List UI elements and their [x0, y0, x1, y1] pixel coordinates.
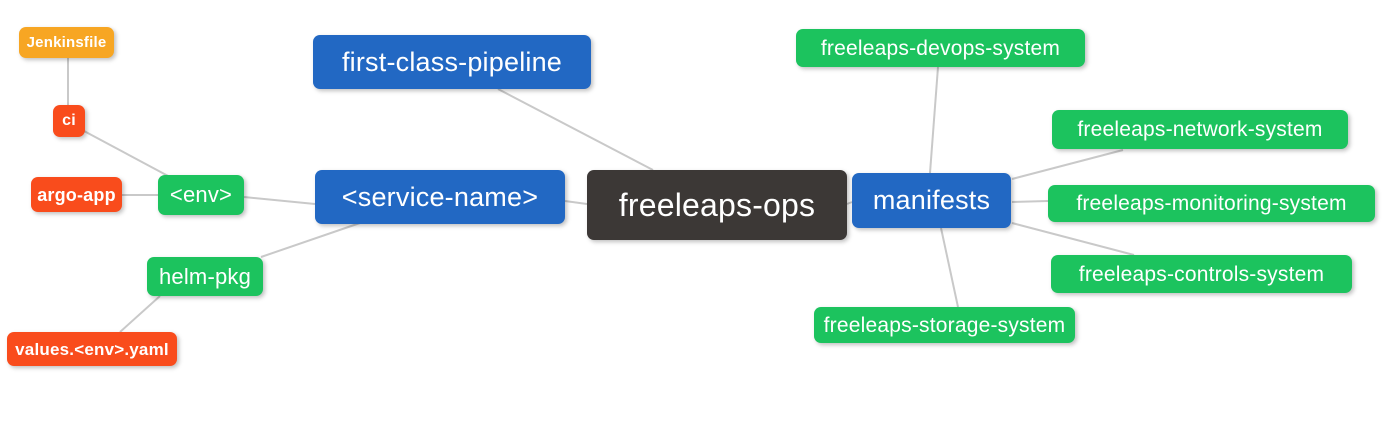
edge-service-name-to-helm-pkg — [260, 222, 361, 258]
node-ci[interactable]: ci — [53, 105, 85, 137]
node-freeleaps-storage-system[interactable]: freeleaps-storage-system — [814, 307, 1075, 343]
node-env[interactable]: <env> — [158, 175, 244, 215]
node-freeleaps-monitoring-system[interactable]: freeleaps-monitoring-system — [1048, 185, 1375, 222]
edge-env-to-service-name — [243, 196, 316, 205]
edge-freeleaps-ops-to-manifests — [846, 201, 853, 205]
edge-manifests-to-freeleaps-network-system — [1011, 149, 1124, 180]
node-first-class-pipeline[interactable]: first-class-pipeline — [313, 35, 591, 89]
node-freeleaps-devops-system[interactable]: freeleaps-devops-system — [796, 29, 1085, 67]
edge-manifests-to-freeleaps-monitoring-system — [1011, 200, 1049, 203]
node-values-env-yaml[interactable]: values.<env>.yaml — [7, 332, 177, 366]
edge-manifests-to-freeleaps-devops-system — [929, 66, 939, 174]
edge-manifests-to-freeleaps-controls-system — [1011, 222, 1135, 256]
edge-ci-to-env — [83, 130, 171, 178]
node-helm-pkg[interactable]: helm-pkg — [147, 257, 263, 296]
node-freeleaps-network-system[interactable]: freeleaps-network-system — [1052, 110, 1348, 149]
edge-service-name-to-freeleaps-ops — [564, 200, 588, 205]
node-manifests[interactable]: manifests — [852, 173, 1011, 228]
edge-helm-pkg-to-values-env-yaml — [119, 295, 161, 333]
node-freeleaps-controls-system[interactable]: freeleaps-controls-system — [1051, 255, 1352, 293]
edge-manifests-to-freeleaps-storage-system — [940, 227, 959, 308]
node-argo-app[interactable]: argo-app — [31, 177, 122, 212]
edge-first-class-pipeline-to-freeleaps-ops — [497, 88, 654, 171]
node-service-name[interactable]: <service-name> — [315, 170, 565, 224]
node-jenkinsfile[interactable]: Jenkinsfile — [19, 27, 114, 58]
node-freeleaps-ops[interactable]: freeleaps-ops — [587, 170, 847, 240]
